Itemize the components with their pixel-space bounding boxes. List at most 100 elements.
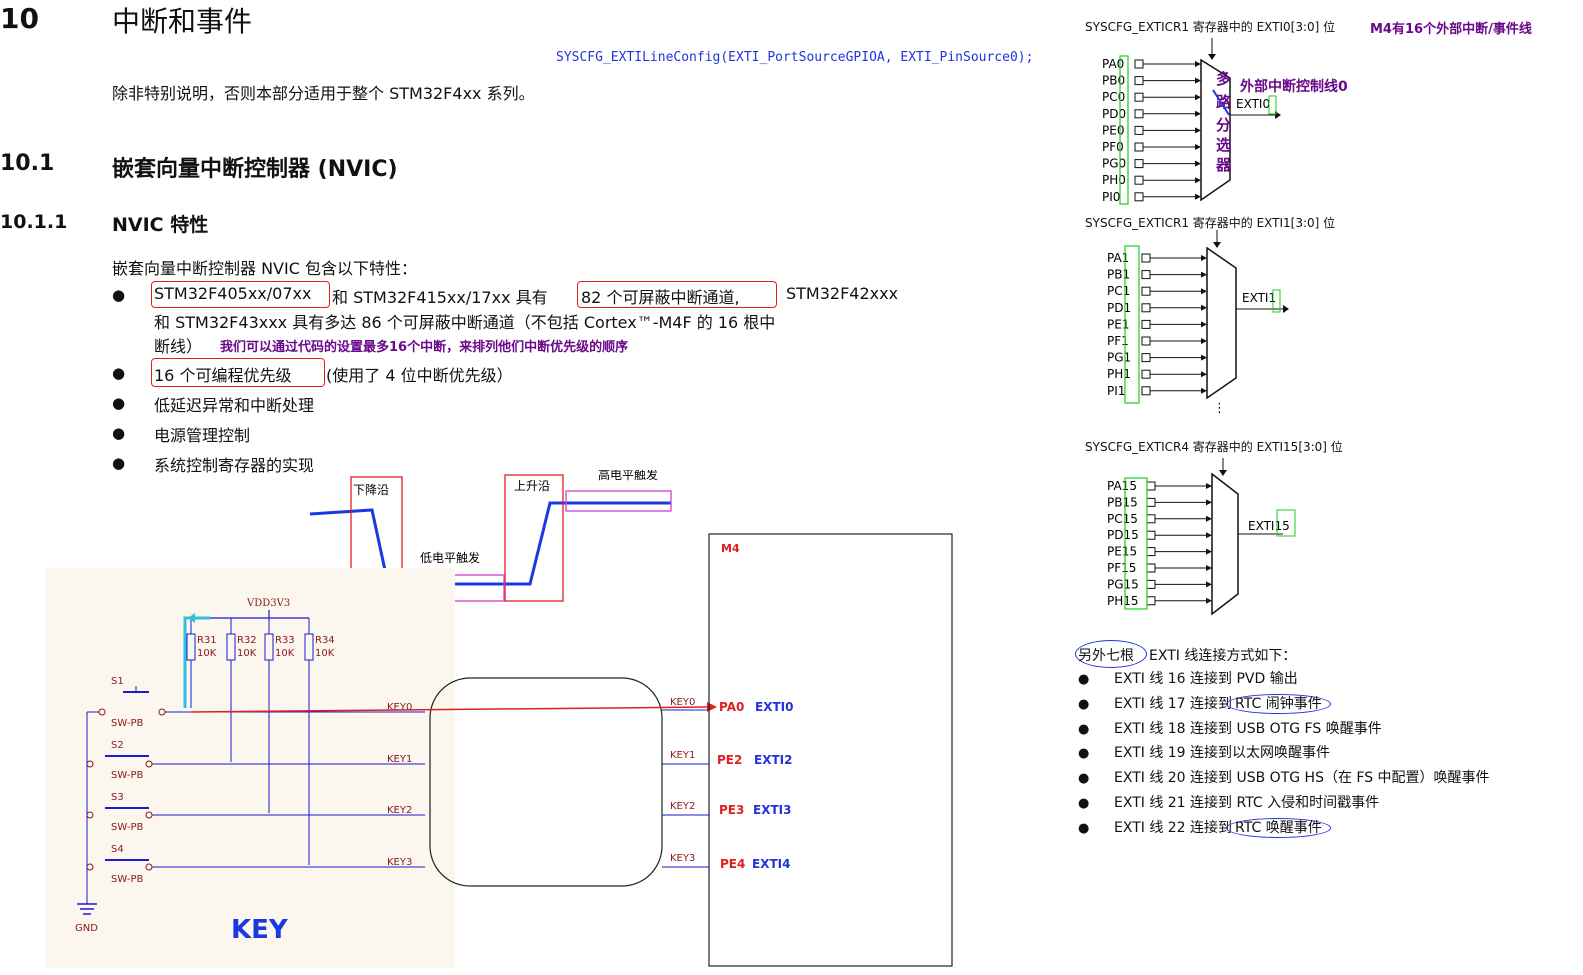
switch-s4: S4 SW-PB: [86, 844, 309, 885]
mux3-caption: SYSCFG_EXTICR4 寄存器中的 EXTI15[3:0] 位: [1085, 440, 1343, 454]
port-arrow: [1201, 304, 1207, 311]
port-arrow: [1201, 271, 1207, 278]
exti-line-text: EXTI 线 21 连接到 RTC 入侵和时间戳事件: [1114, 795, 1380, 811]
exti-line-text: EXTI 线 18 连接到 USB OTG FS 唤醒事件: [1114, 720, 1382, 737]
feature-3: 低延迟异常和中断处理: [154, 396, 315, 415]
port-pin: [1141, 369, 1151, 379]
port-arrow: [1195, 127, 1201, 134]
subsection-number: 10.1.1: [0, 211, 68, 233]
port-pin: [1141, 286, 1151, 296]
svg-text:SW-PB: SW-PB: [111, 770, 143, 781]
svg-text:R33: R33: [275, 635, 295, 646]
port-arrow: [1206, 548, 1212, 555]
port-pin: [1141, 353, 1151, 363]
feature-1-part4: STM32F42xxx: [786, 284, 899, 303]
mux2-caption: SYSCFG_EXTICR1 寄存器中的 EXTI1[3:0] 位: [1085, 216, 1336, 230]
port-pin: [1141, 336, 1151, 346]
svg-text:⋮: ⋮: [1213, 401, 1226, 416]
mux1-caption: SYSCFG_EXTICR1 寄存器中的 EXTI0[3:0] 位: [1085, 20, 1336, 34]
bullet-icon: ●: [112, 394, 126, 412]
feature-1-part1: STM32F405xx/07xx: [154, 284, 312, 303]
feature-1-part3: 82 个可屏蔽中断通道,: [581, 288, 740, 307]
port-label: PB1: [1107, 268, 1130, 282]
mux-1: [1200, 58, 1231, 202]
key-schematic: VDD3V3 R31 10K R32 10K R33 10K R34 10K S…: [45, 533, 953, 968]
port-label: PH15: [1107, 594, 1139, 608]
bullet-icon: ●: [112, 364, 126, 382]
bullet-icon: ●: [1078, 696, 1090, 712]
exti2-label: EXTI2: [754, 753, 792, 767]
resistor-r31: R31 10K: [186, 618, 217, 708]
port-pin: [1146, 563, 1156, 573]
port-pin: [1134, 92, 1144, 102]
svg-text:10K: 10K: [237, 648, 257, 659]
port-arrow: [1195, 177, 1201, 184]
bullet-icon: ●: [112, 286, 126, 304]
pin-pa0: PA0: [719, 700, 744, 714]
signal-arrow: [190, 706, 710, 713]
net-key1: KEY1: [387, 754, 412, 765]
exti-line-text: EXTI 线 22 连接到: [1114, 819, 1233, 836]
feature-4: 电源管理控制: [154, 426, 251, 445]
features-intro: 嵌套向量中断控制器 NVIC 包含以下特性：: [112, 259, 417, 278]
net-connection-box: [429, 677, 663, 887]
port-label: PF15: [1107, 561, 1136, 575]
svg-text:10K: 10K: [275, 648, 295, 659]
port-arrow: [1206, 565, 1212, 571]
circled-event: RTC 唤醒事件: [1226, 817, 1331, 838]
exti3-label: EXTI3: [753, 803, 791, 817]
exti-line-item: ●EXTI 线 21 连接到 RTC 入侵和时间戳事件: [1078, 792, 1379, 812]
switch-s1: S1 SW-PB: [98, 676, 191, 729]
port-label: PA0: [1102, 57, 1124, 71]
net-key3: KEY3: [387, 857, 412, 868]
port-pin: [1141, 270, 1151, 280]
mux3-output-label: EXTI15: [1248, 519, 1290, 533]
svg-text:器: 器: [1215, 156, 1232, 174]
resistor-r33: R33 10K: [264, 618, 295, 813]
port-label: PE0: [1102, 123, 1124, 137]
port-pin: [1146, 547, 1156, 557]
low-level-label: 低电平触发: [420, 550, 480, 565]
port-arrow: [1201, 288, 1207, 295]
port-pin: [1134, 175, 1144, 185]
port-arrow: [1195, 61, 1201, 67]
pin-pe4: PE4: [720, 857, 745, 871]
svg-text:KEY1: KEY1: [670, 750, 695, 761]
svg-text:S1: S1: [111, 676, 124, 687]
port-pin: [1146, 530, 1156, 540]
top-note: M4有16个外部中断/事件线: [1370, 22, 1532, 37]
mcu-box: [708, 533, 953, 967]
port-pin: [1146, 497, 1156, 507]
svg-text:S3: S3: [111, 792, 124, 803]
code-snippet: SYSCFG_EXTILineConfig(EXTI_PortSourceGPI…: [556, 50, 1034, 65]
port-label: PG1: [1107, 351, 1131, 365]
circled-event: RTC 闹钟事件: [1226, 693, 1331, 714]
port-pin: [1146, 514, 1156, 524]
bullet-icon: ●: [1078, 746, 1090, 762]
port-arrow: [1195, 77, 1201, 84]
mux-label-char: 多: [1216, 70, 1231, 88]
bullet-icon: ●: [1078, 771, 1090, 787]
exti4-label: EXTI4: [752, 857, 790, 871]
gnd-label: GND: [75, 923, 98, 934]
circle-highlight: [1075, 640, 1147, 668]
port-arrow: [1201, 321, 1207, 328]
port-arrow: [1206, 515, 1212, 522]
rising-edge-box: [504, 474, 564, 602]
port-label: PH0: [1102, 173, 1126, 187]
feature-1-part2: 和 STM32F415xx/17xx 具有: [332, 288, 548, 307]
svg-text:R31: R31: [197, 635, 217, 646]
exti-line-item: ●EXTI 线 19 连接到以太网唤醒事件: [1078, 742, 1330, 762]
port-arrow: [1201, 371, 1207, 378]
pin-pe3: PE3: [719, 803, 744, 817]
high-level-label: 高电平触发: [598, 470, 658, 482]
port-pin: [1134, 109, 1144, 119]
port-label: PC1: [1107, 284, 1130, 298]
pin-pe2: PE2: [717, 753, 742, 767]
port-label: PA15: [1107, 479, 1137, 493]
net-key0: KEY0: [387, 702, 412, 713]
section-number: 10.1: [0, 151, 55, 176]
port-pin: [1134, 125, 1144, 135]
port-label: PF0: [1102, 140, 1124, 154]
